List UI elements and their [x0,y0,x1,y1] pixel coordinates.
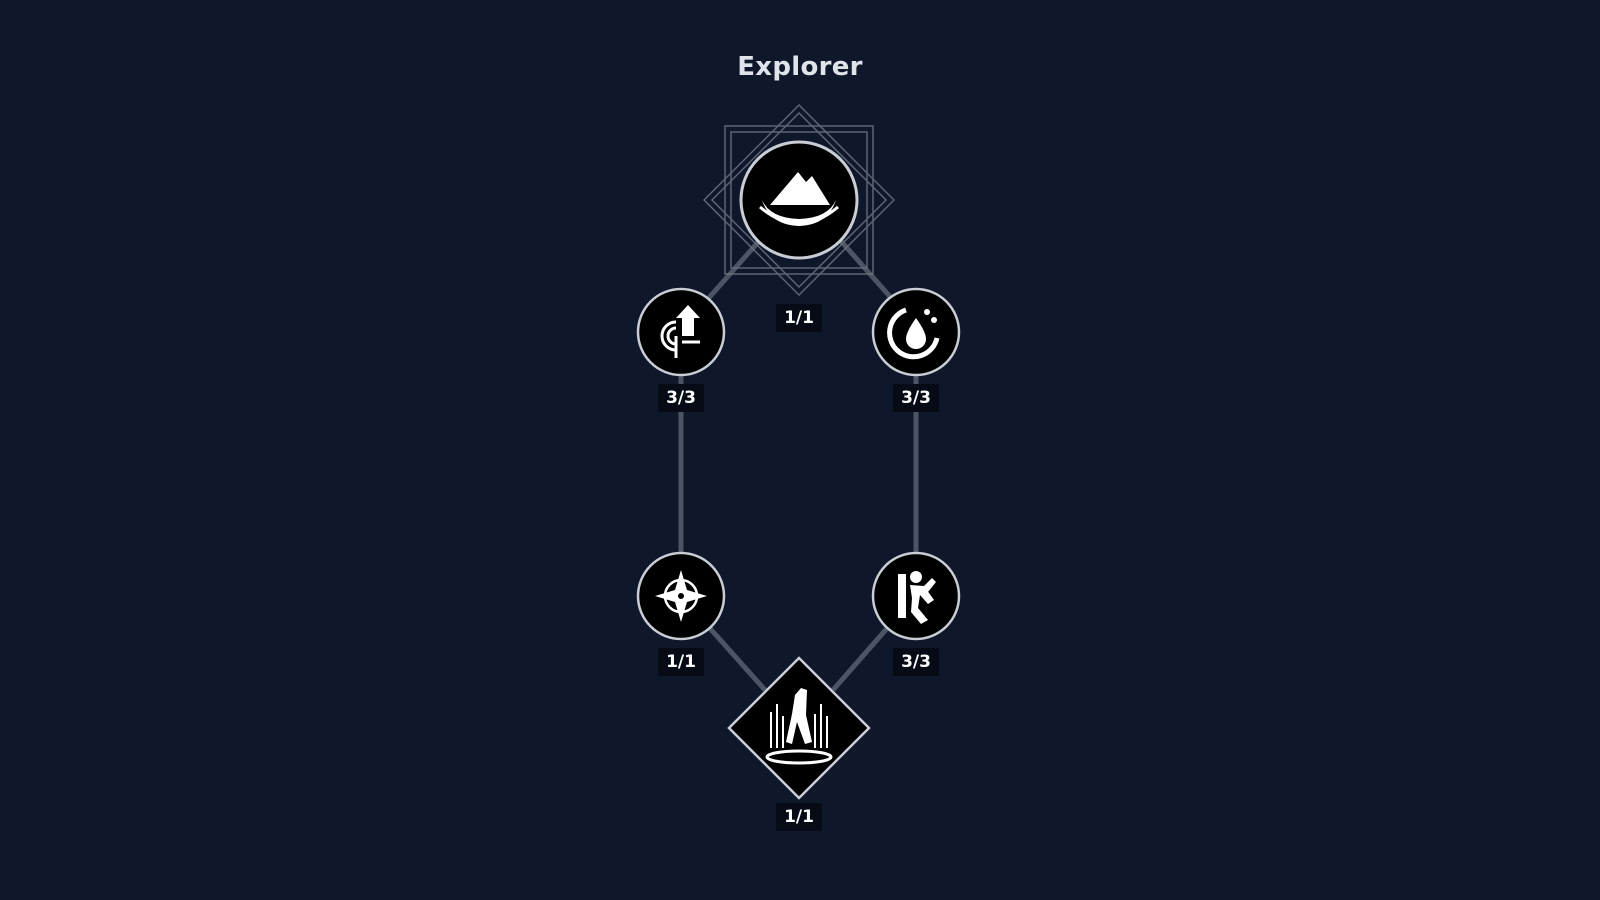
connector-right-capstone [831,623,892,692]
rank-badge-right-upper: 3/3 [893,384,939,412]
rank-badge-left-lower: 1/1 [658,648,704,676]
rank-badge-keystone: 1/1 [776,304,822,332]
node-left-upper[interactable] [636,287,726,377]
rank-badge-left-upper: 3/3 [658,384,704,412]
water-drop-cycle-icon [887,307,940,360]
mountain-bowl-icon [759,172,839,226]
connector-keystone-right [838,238,895,302]
connector-left-capstone [705,623,767,692]
node-right-lower[interactable] [871,551,961,641]
tree-title: Explorer [737,52,863,82]
node-capstone[interactable] [727,656,871,800]
node-keystone[interactable] [702,103,896,297]
compass-star-icon [655,570,707,622]
rank-badge-capstone: 1/1 [776,803,822,831]
node-right-upper[interactable] [871,287,961,377]
connector-keystone-left [705,238,762,302]
diver-waterfall-icon [765,688,833,765]
signal-boost-icon [660,305,700,358]
keystone-frame [702,103,896,297]
node-left-lower[interactable] [636,551,726,641]
rank-badge-right-lower: 3/3 [893,648,939,676]
climber-icon [898,571,936,624]
